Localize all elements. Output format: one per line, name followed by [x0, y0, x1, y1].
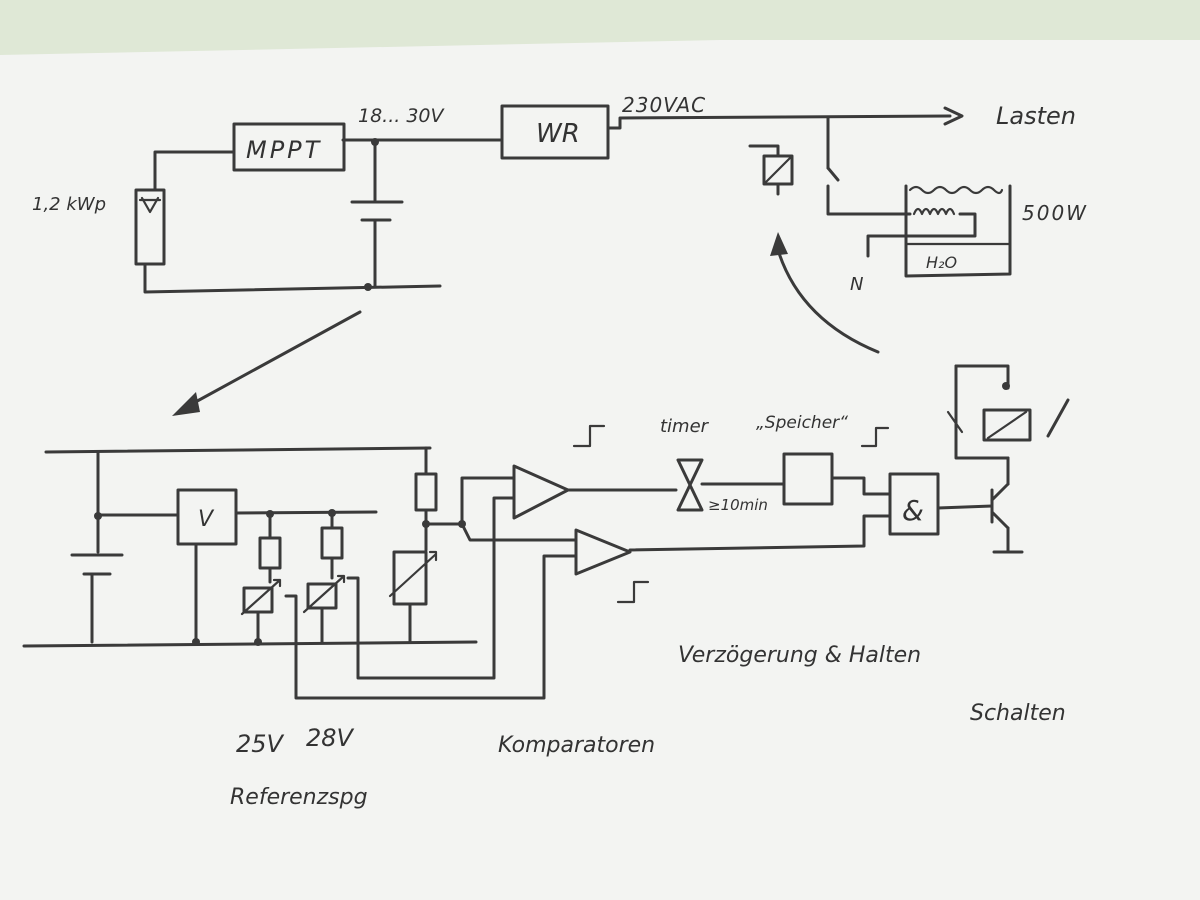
water-heater [866, 184, 1012, 278]
delay-hold-label: Verzögerung & Halten [678, 643, 921, 668]
ref-voltage-28-label: 28V [306, 724, 355, 752]
gate-to-transistor [936, 504, 994, 510]
pv-panel-symbol [134, 188, 166, 266]
background-strip [0, 0, 1200, 40]
regulator-label: V [198, 507, 215, 532]
timer-label: timer [660, 416, 710, 437]
ref-voltage-25-label: 25V [236, 730, 285, 758]
paper-sheet [0, 30, 1200, 900]
inverter-label: WR [536, 119, 580, 149]
mppt-box [232, 122, 346, 172]
water-label: H₂O [926, 253, 957, 272]
ac-voltage-label: 230VAC [622, 93, 706, 117]
inverter-box [500, 104, 610, 160]
comparator-upper [512, 464, 570, 520]
duration-label: ≥10min [708, 496, 768, 514]
dc-voltage-label: 18... 30V [358, 105, 446, 127]
switching-label: Schalten [970, 701, 1066, 726]
zoom-arrow-down [172, 310, 362, 416]
neutral-label: N [850, 274, 863, 295]
step-signal-1 [572, 424, 606, 448]
dc-wiring [143, 138, 502, 294]
comparators-label: Komparatoren [498, 733, 655, 758]
step-signal-2 [616, 580, 650, 604]
and-gate-label: & [902, 494, 924, 527]
comparator-lower-output [628, 514, 892, 552]
pv-power-label: 1,2 kWp [32, 194, 106, 215]
loads-label: Lasten [996, 102, 1076, 130]
relay-coil-bottom [946, 364, 1070, 460]
supply-rails [22, 446, 478, 648]
memory-label: „Speicher“ [756, 413, 848, 433]
voltage-regulator-box [176, 488, 238, 546]
reference-divider-25v [240, 510, 578, 700]
control-arrow-up [770, 232, 880, 354]
hourglass-timer-symbol [676, 458, 786, 512]
references-label: Referenzspg [230, 785, 368, 810]
memory-output [830, 476, 892, 496]
sense-divider [388, 446, 578, 644]
reference-divider-28v [302, 496, 516, 680]
comparator-lower [574, 528, 632, 576]
heater-power-label: 500W [1022, 201, 1088, 225]
ac-wiring [606, 106, 964, 216]
and-gate-box [888, 472, 940, 536]
relay-coil-top [762, 154, 794, 186]
mppt-label: MPPT [246, 136, 322, 164]
step-signal-3 [860, 426, 890, 448]
transistor-symbol [990, 456, 1024, 554]
